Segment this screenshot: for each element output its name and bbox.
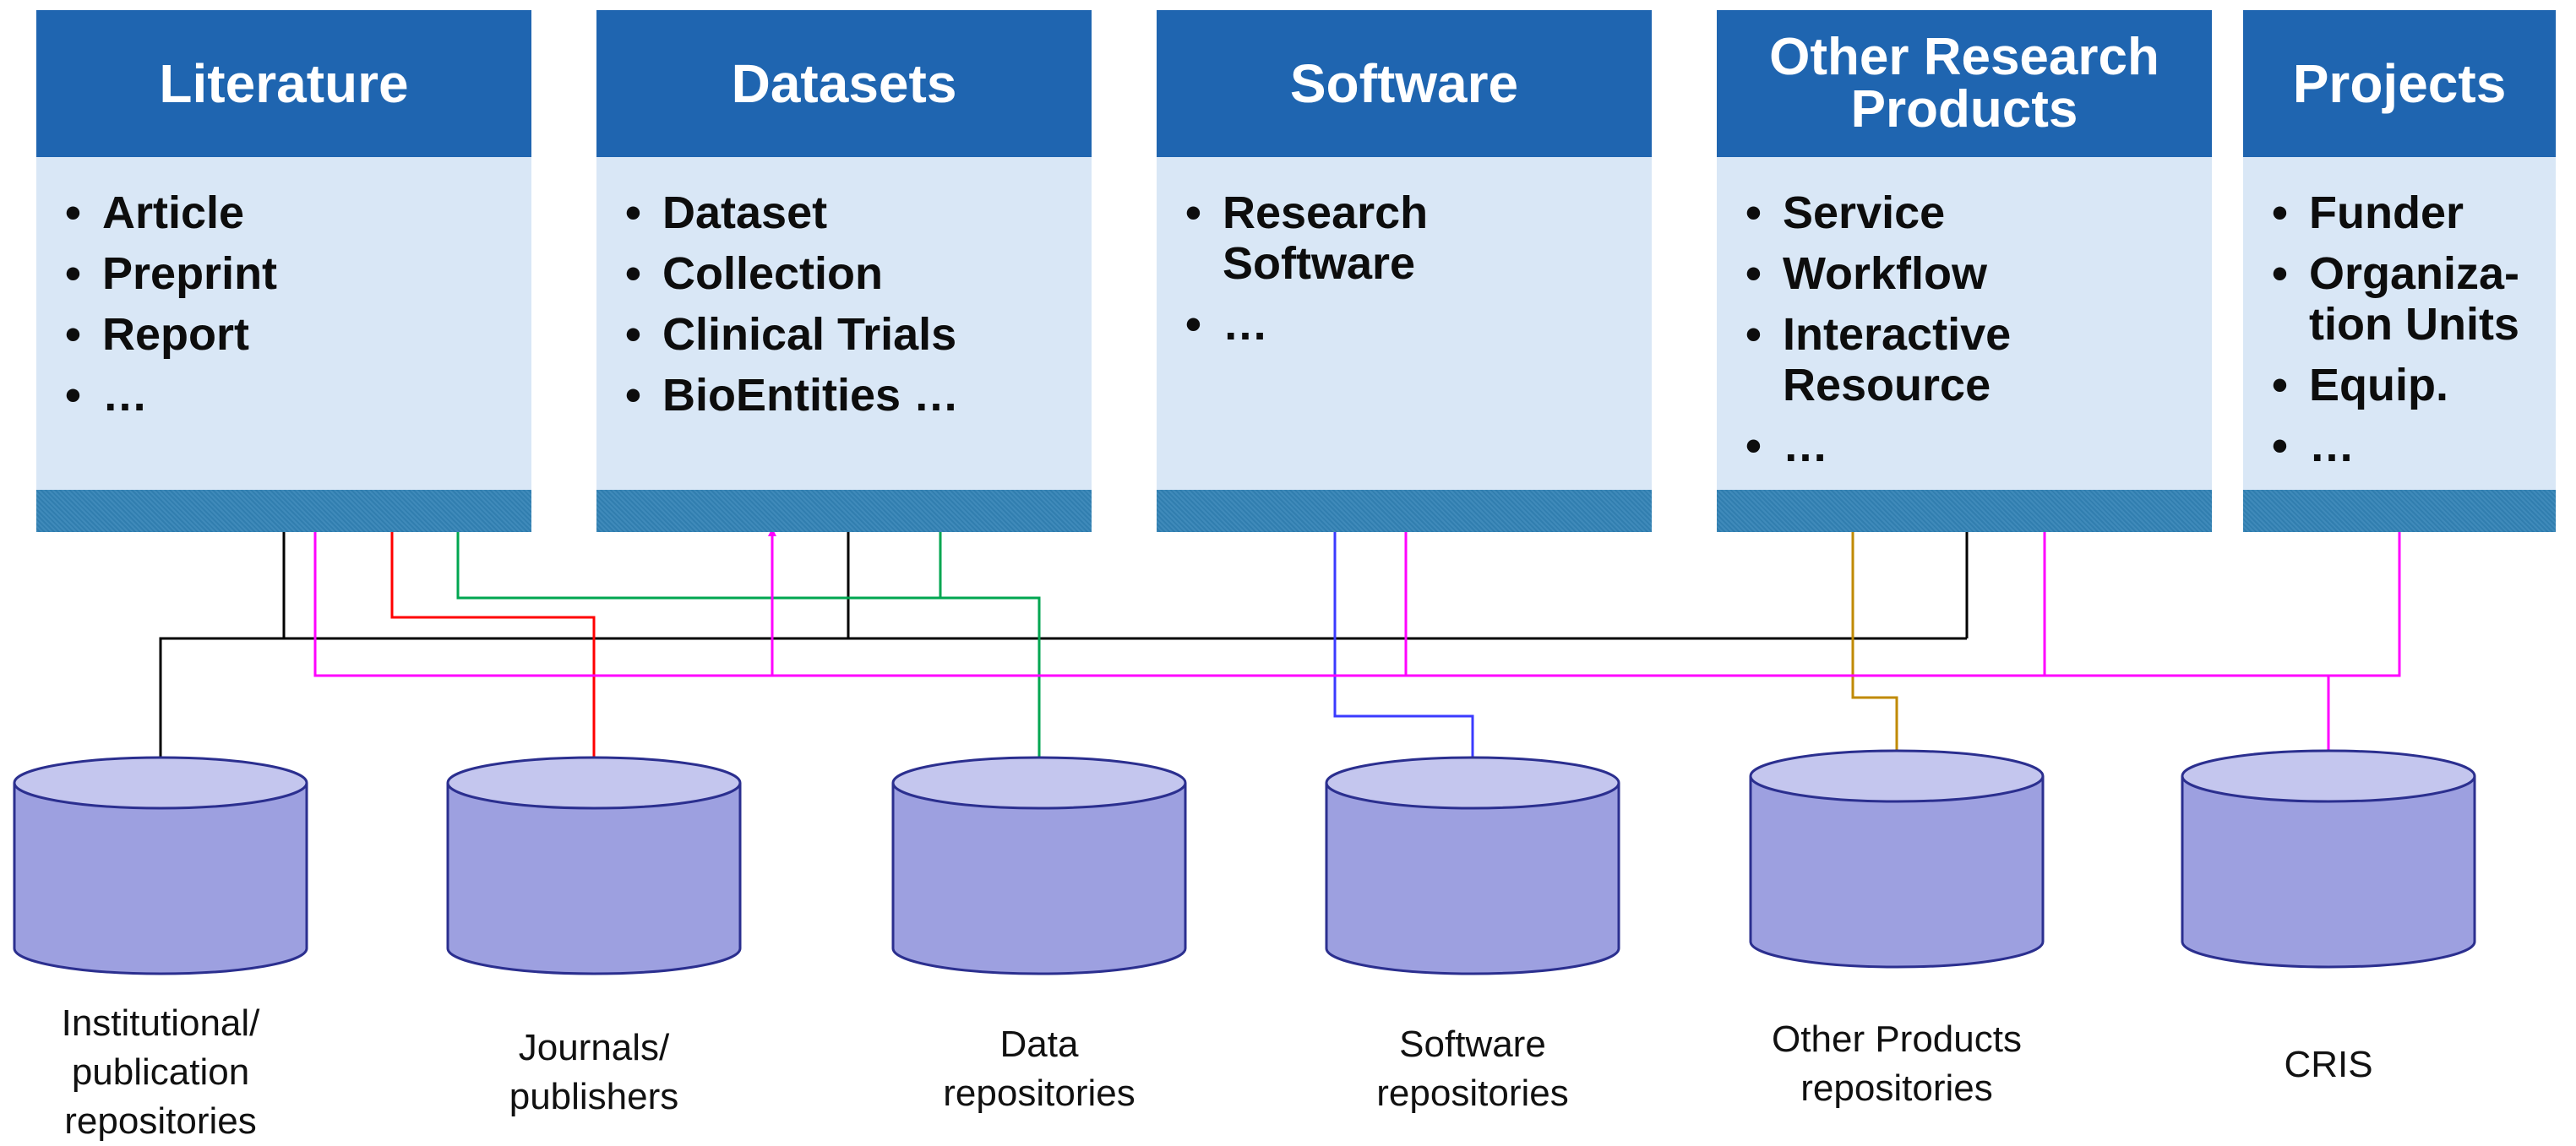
list-item: Interactive Resource <box>1745 309 2061 410</box>
category-software: Software Research Software … <box>1157 10 1652 532</box>
item-list: Dataset Collection Clinical Trials BioEn… <box>625 187 1083 421</box>
category-projects: Projects Funder Organiza-tion Units Equi… <box>2243 10 2556 532</box>
category-body: Article Preprint Report … <box>36 157 531 490</box>
title-line: Datasets <box>731 53 957 114</box>
category-title: Other Research Products <box>1717 10 2212 157</box>
label-line: Other Products <box>1772 1018 2022 1060</box>
database-icon <box>13 756 308 975</box>
category-footer <box>36 490 531 532</box>
title-line: Other Research <box>1769 28 2159 86</box>
list-item: … <box>65 370 523 421</box>
list-item: BioEntities … <box>625 370 1083 421</box>
list-item: Preprint <box>65 248 523 299</box>
category-title: Software <box>1157 10 1652 157</box>
label-line: Data <box>999 1024 1079 1065</box>
label-line: repositories <box>943 1073 1136 1114</box>
category-footer <box>1157 490 1652 532</box>
link-journals-literature <box>388 521 596 758</box>
list-item: Clinical Trials <box>625 309 1083 360</box>
list-item: Dataset <box>625 187 1083 238</box>
database-icon <box>891 756 1187 975</box>
title-line: Products <box>1850 80 2078 138</box>
category-footer <box>1717 490 2212 532</box>
list-item: Report <box>65 309 523 360</box>
repository-label-software: Software repositories <box>1321 1020 1625 1118</box>
category-body: Service Workflow Interactive Resource … <box>1717 157 2212 490</box>
title-line: Software <box>1289 53 1519 114</box>
repository-label-other-products: Other Products repositories <box>1745 1015 2049 1113</box>
list-item: Article <box>65 187 523 238</box>
repository-label-journals: Journals/ publishers <box>442 1024 746 1122</box>
label-line: Journals/ <box>518 1027 670 1068</box>
label-line: Software <box>1399 1024 1546 1065</box>
category-footer <box>2243 490 2556 532</box>
label-line: repositories <box>1800 1067 1993 1109</box>
list-item: Funder <box>2272 187 2551 238</box>
category-literature: Literature Article Preprint Report … <box>36 10 531 532</box>
category-footer <box>596 490 1092 532</box>
list-item: Research Software <box>1185 187 1476 289</box>
label-line: publication <box>71 1051 250 1093</box>
list-item: … <box>2272 421 2551 471</box>
database-icon <box>1325 756 1620 975</box>
label-line: Institutional/ <box>61 1002 260 1044</box>
link-otherproducts <box>1849 521 1898 752</box>
label-line: publishers <box>509 1076 679 1117</box>
label-line: repositories <box>1376 1073 1569 1114</box>
list-item: … <box>1185 299 1643 350</box>
label-line: CRIS <box>2284 1044 2373 1085</box>
link-cris <box>311 521 2330 752</box>
list-item: … <box>1745 421 2203 471</box>
category-title: Projects <box>2243 10 2556 157</box>
category-other-research-products: Other Research Products Service Workflow… <box>1717 10 2212 532</box>
link-data-repos <box>454 521 1041 758</box>
item-list: Funder Organiza-tion Units Equip. … <box>2272 187 2551 471</box>
database-icon <box>2181 749 2476 969</box>
label-line: repositories <box>64 1100 257 1142</box>
category-body: Research Software … <box>1157 157 1652 490</box>
list-item: Service <box>1745 187 2203 238</box>
list-item: Equip. <box>2272 360 2551 410</box>
title-line: Projects <box>2292 53 2507 114</box>
list-item: Collection <box>625 248 1083 299</box>
category-body: Dataset Collection Clinical Trials BioEn… <box>596 157 1092 490</box>
list-item: Organiza-tion Units <box>2272 248 2520 350</box>
link-software-repos <box>1331 521 1474 758</box>
item-list: Service Workflow Interactive Resource … <box>1745 187 2203 471</box>
repository-label-cris: CRIS <box>2176 1040 2481 1089</box>
item-list: Article Preprint Report … <box>65 187 523 421</box>
repository-label-institutional: Institutional/ publication repositories <box>8 999 313 1146</box>
database-icon <box>1749 749 2045 969</box>
database-icon <box>446 756 742 975</box>
link-institutional <box>159 637 1967 758</box>
category-body: Funder Organiza-tion Units Equip. … <box>2243 157 2556 490</box>
category-title: Literature <box>36 10 531 157</box>
category-title: Datasets <box>596 10 1092 157</box>
category-datasets: Datasets Dataset Collection Clinical Tri… <box>596 10 1092 532</box>
link-cris-projects <box>2328 521 2404 677</box>
title-line: Literature <box>159 53 409 114</box>
list-item: Workflow <box>1745 248 2203 299</box>
repository-label-data: Data repositories <box>887 1020 1191 1118</box>
item-list: Research Software … <box>1185 187 1643 350</box>
